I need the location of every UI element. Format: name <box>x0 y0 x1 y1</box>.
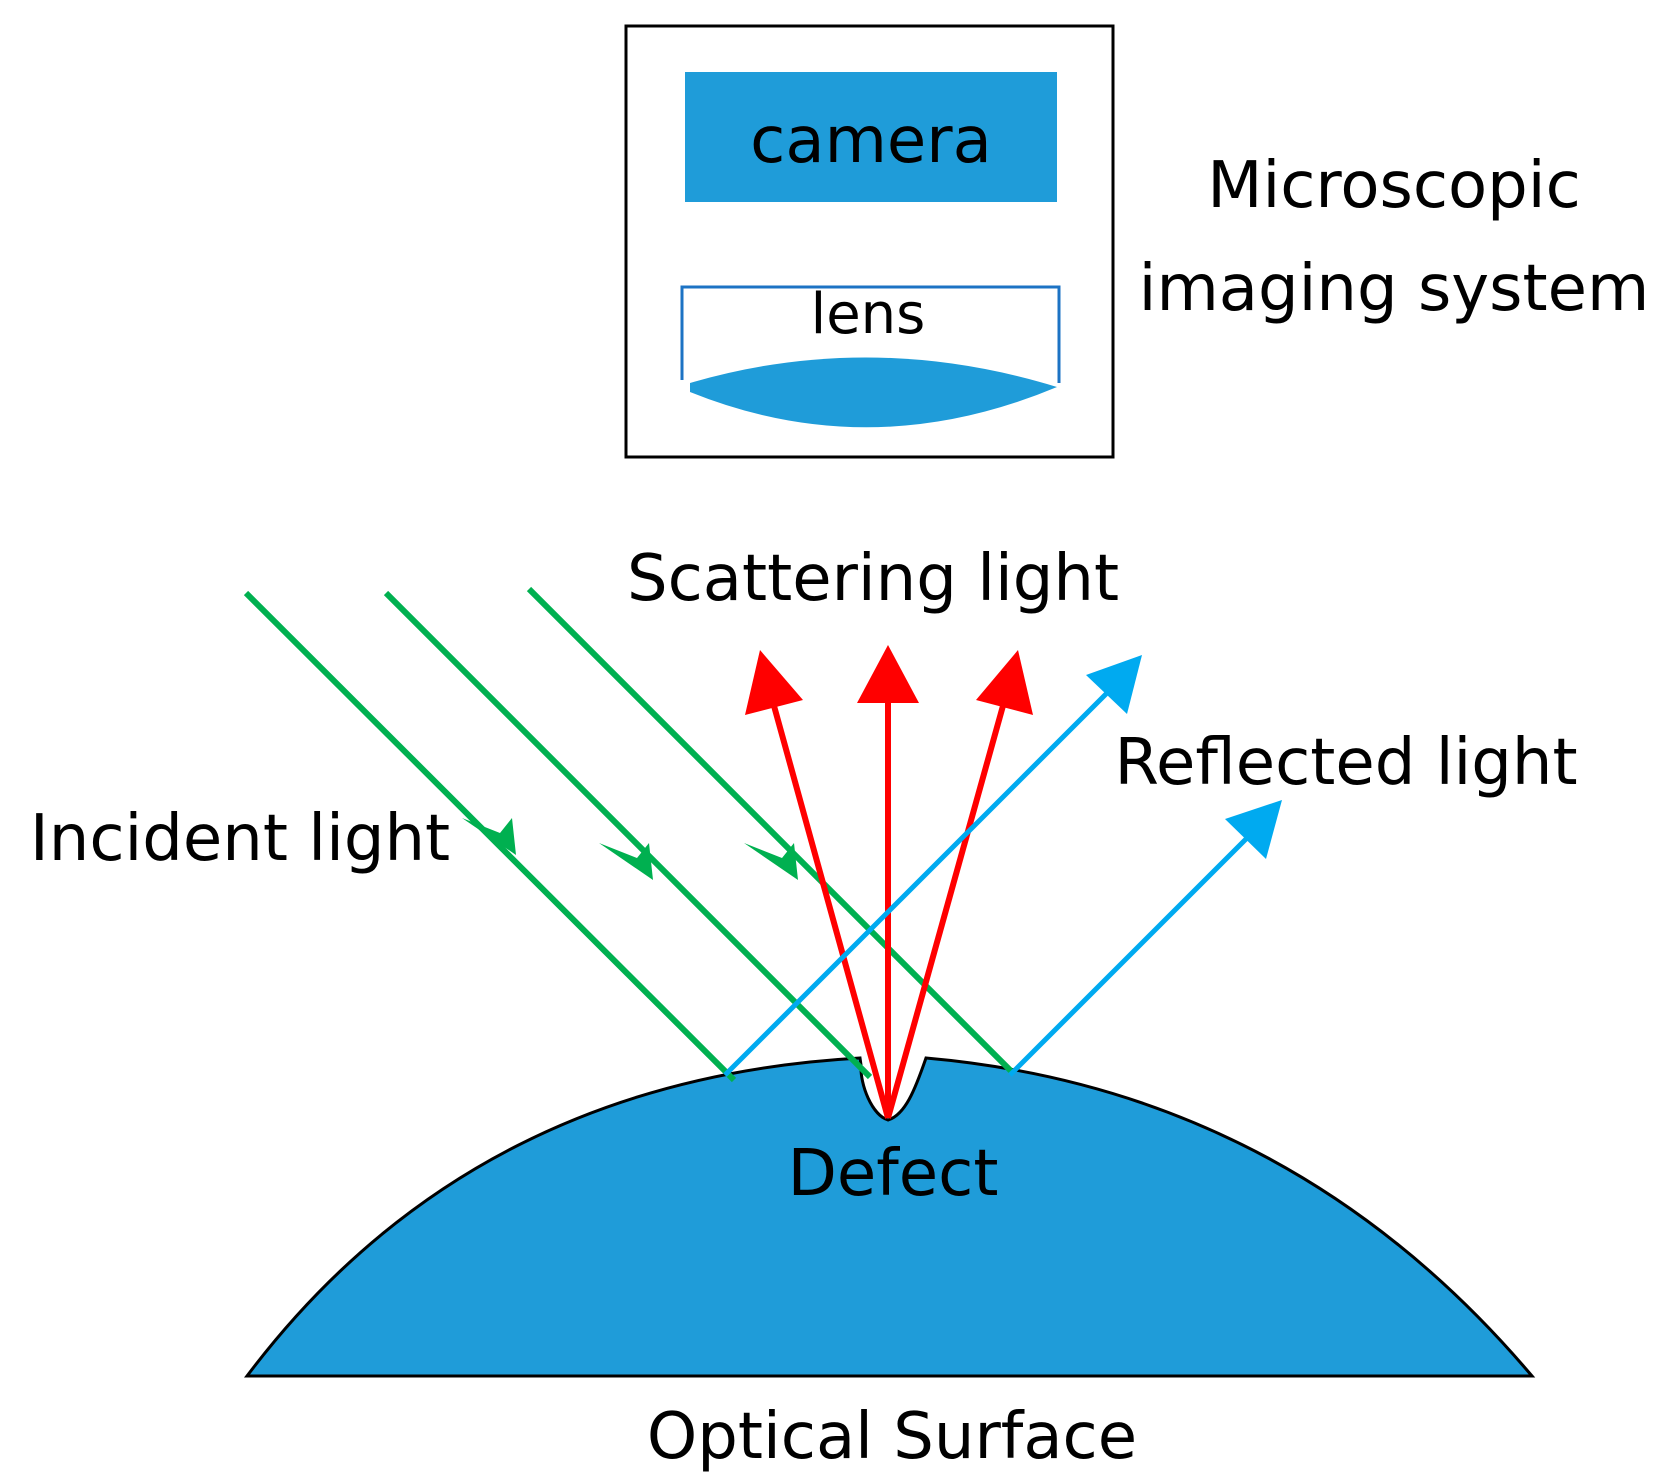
imaging-system-box: camera lens <box>624 24 1115 459</box>
incident-arrowhead-3 <box>744 843 798 880</box>
lens-body <box>690 357 1057 428</box>
optical-surface-shape <box>243 1056 1536 1378</box>
system-label-line1: Microscopic <box>1207 149 1581 223</box>
incident-light-rays <box>243 586 1017 1083</box>
incident-light-label: Incident light <box>30 802 450 876</box>
reflected-arrowhead-1 <box>1086 655 1142 714</box>
reflected-ray-1 <box>723 688 1112 1077</box>
scattering-arrowhead-center <box>857 645 919 703</box>
scattering-ray-left <box>768 694 891 1119</box>
reflected-light-label: Reflected light <box>1114 726 1577 800</box>
scattering-ray-right <box>885 694 1009 1119</box>
camera-icon <box>685 72 1057 202</box>
reflected-arrowhead-2 <box>1225 800 1282 859</box>
optical-surface-label: Optical Surface <box>647 1400 1137 1474</box>
lens-label: lens <box>811 282 926 347</box>
reflected-light-rays <box>723 655 1282 1077</box>
incident-arrowhead-1 <box>462 818 516 855</box>
incident-ray-3 <box>526 586 1017 1077</box>
imaging-system-frame <box>624 24 1115 459</box>
reflected-ray-2 <box>1008 832 1253 1077</box>
lens-icon <box>680 285 1061 428</box>
system-label-line2: imaging system <box>1139 252 1650 326</box>
scattering-light-label: Scattering light <box>627 542 1119 616</box>
scattering-arrowhead-right <box>976 650 1033 715</box>
lens-housing <box>680 285 1061 383</box>
incident-arrowhead-2 <box>599 843 653 880</box>
camera-label: camera <box>750 104 992 178</box>
scattering-light-rays <box>745 645 1033 1119</box>
incident-ray-2 <box>383 590 873 1080</box>
defect-label: Defect <box>788 1137 999 1211</box>
scattering-arrowhead-left <box>745 650 803 715</box>
